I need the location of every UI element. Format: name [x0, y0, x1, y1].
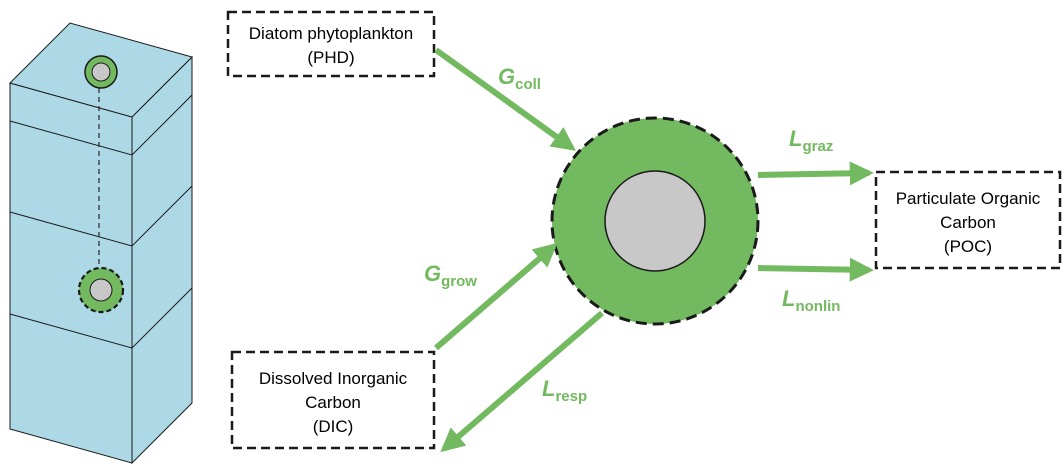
flux-arrows: [434, 47, 874, 453]
label-g-grow-symbol: G: [424, 261, 441, 286]
label-g-grow: Ggrow: [424, 261, 477, 290]
label-l-resp-sub: resp: [555, 388, 587, 405]
label-l-graz-symbol: L: [789, 126, 802, 151]
box-phd-line1: Diatom phytoplankton: [249, 24, 413, 43]
box-poc-line1: Particulate Organic: [896, 189, 1041, 208]
arrow-g-coll: [434, 47, 576, 151]
label-l-graz: Lgraz: [789, 126, 833, 155]
label-g-coll-sub: coll: [515, 76, 541, 93]
box-dic-line3: (DIC): [313, 417, 354, 436]
column-side-face: [131, 55, 193, 464]
box-dic-line1: Dissolved Inorganic: [259, 369, 408, 388]
box-phd-line2: (PHD): [307, 48, 354, 67]
label-g-coll: Gcoll: [498, 64, 541, 93]
label-l-graz-sub: graz: [802, 138, 833, 155]
label-g-coll-symbol: G: [498, 64, 515, 89]
box-dic-line2: Carbon: [305, 393, 361, 412]
layer-divider: [9, 287, 193, 349]
label-l-resp: Lresp: [542, 376, 587, 405]
box-poc: Particulate Organic Carbon (POC): [874, 170, 1062, 270]
arrow-g-grow: [434, 242, 558, 351]
label-l-nonlin-symbol: L: [782, 286, 795, 311]
layer-divider: [9, 94, 193, 156]
water-column: [9, 22, 193, 464]
box-poc-line3: (POC): [944, 237, 992, 256]
aggregate-core: [91, 62, 111, 82]
deep-aggregate: [77, 266, 125, 314]
surface-aggregate: [84, 55, 118, 89]
label-l-nonlin-sub: nonlin: [795, 298, 840, 315]
central-aggregate: [550, 116, 760, 326]
label-g-grow-sub: grow: [441, 273, 477, 290]
central-aggregate-core: [604, 170, 706, 272]
arrow-l-graz: [757, 161, 874, 186]
arrow-l-nonlin: [757, 257, 874, 282]
box-poc-line2: Carbon: [940, 213, 996, 232]
box-phd: Diatom phytoplankton (PHD): [226, 10, 436, 78]
arrow-l-resp: [440, 310, 604, 453]
box-dic: Dissolved Inorganic Carbon (DIC): [230, 350, 436, 450]
label-l-resp-symbol: L: [542, 376, 555, 401]
aggregate-core: [89, 278, 113, 302]
column-layer-lines: [9, 94, 193, 349]
label-l-nonlin: Lnonlin: [782, 286, 840, 315]
box-dic-frame: [230, 350, 436, 450]
box-phd-frame: [226, 10, 436, 78]
box-poc-frame: [874, 170, 1062, 270]
flux-labels: Gcoll Ggrow Lresp Lgraz Lnonlin: [424, 64, 840, 405]
layer-divider: [9, 185, 193, 247]
